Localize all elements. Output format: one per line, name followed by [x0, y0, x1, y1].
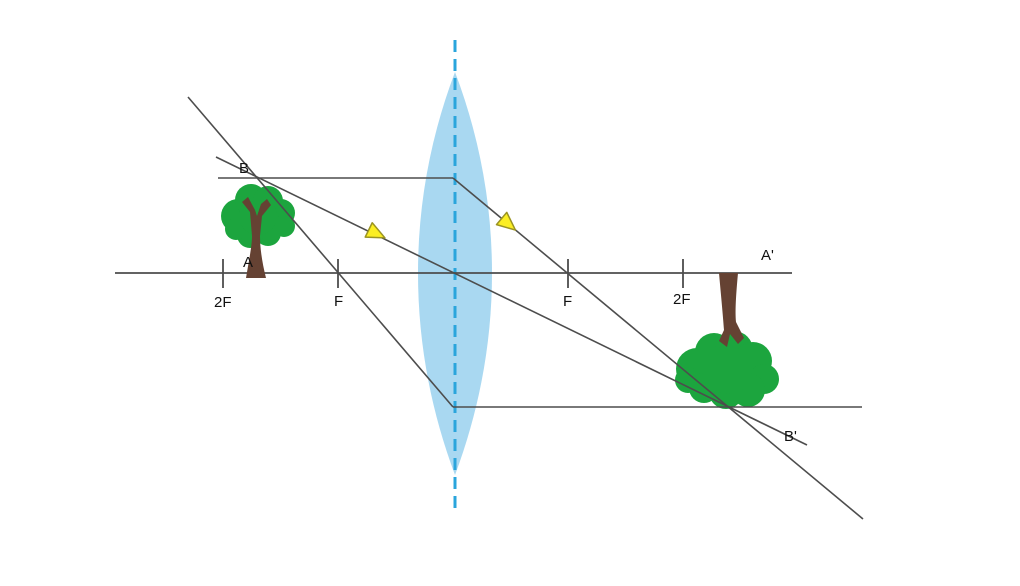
image-tree-crown	[675, 331, 779, 409]
image-tree	[675, 273, 779, 409]
ray-parallel-refracted	[452, 177, 864, 520]
label-image-base: A'	[761, 247, 774, 264]
direction-arrow-icon	[364, 221, 386, 239]
label-f-left: F	[334, 293, 343, 310]
ray-group	[187, 96, 864, 520]
label-2f-left: 2F	[214, 294, 232, 311]
label-image-top: B'	[784, 428, 797, 445]
label-f-right: F	[563, 293, 572, 310]
label-2f-right: 2F	[673, 291, 691, 308]
ray-central	[215, 156, 808, 446]
image-tree-trunk	[719, 273, 744, 347]
object-tree	[221, 184, 295, 278]
label-object-base: A	[243, 254, 253, 271]
ray-focal-incident	[187, 96, 454, 408]
object-tree-trunk	[242, 197, 271, 278]
ray-direction-arrows	[364, 211, 517, 239]
direction-arrow-icon	[495, 211, 517, 231]
diagram-labels: B A 2F F F 2F A' B'	[214, 160, 797, 445]
label-object-top: B	[239, 160, 249, 177]
